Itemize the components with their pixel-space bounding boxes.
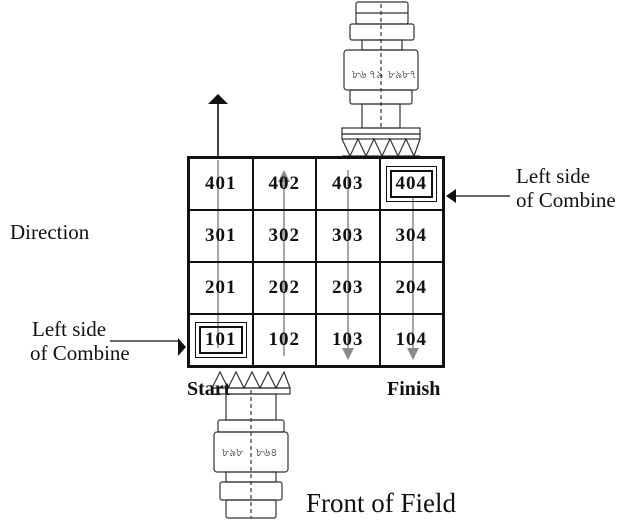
plot-cell: 203 bbox=[316, 262, 380, 314]
svg-text:৮৯৮: ৮৯৮ bbox=[222, 447, 243, 459]
finish-label: Finish bbox=[387, 378, 441, 400]
plot-cell-boxed: 404 bbox=[379, 158, 443, 210]
svg-text:৮৬ ৭৯: ৮৬ ৭৯ bbox=[352, 69, 383, 81]
plot-grid: 401 402 403 404 301 302 303 304 201 202 … bbox=[187, 156, 445, 368]
left-side-label-top-line1: Left side bbox=[516, 164, 591, 188]
plot-cell: 303 bbox=[316, 210, 380, 262]
plot-cell: 403 bbox=[316, 158, 380, 210]
plot-cell: 102 bbox=[252, 314, 316, 366]
plot-cell: 204 bbox=[379, 262, 443, 314]
left-side-label-bottom-line1: Left side bbox=[32, 317, 107, 341]
direction-arrow bbox=[208, 94, 228, 158]
left-side-label-top: Left side of Combine bbox=[516, 164, 642, 212]
plot-cell: 304 bbox=[379, 210, 443, 262]
front-of-field-label: Front of Field bbox=[306, 488, 457, 518]
plot-cell: 201 bbox=[189, 262, 253, 314]
plot-cell: 402 bbox=[252, 158, 316, 210]
left-side-label-bottom-line2: of Combine bbox=[30, 341, 130, 366]
direction-label: Direction bbox=[10, 220, 90, 244]
left-side-leader-top bbox=[446, 189, 510, 203]
svg-text:৮৯৮৭: ৮৯৮৭ bbox=[388, 69, 417, 81]
plot-cell: 202 bbox=[252, 262, 316, 314]
plot-cell: 302 bbox=[252, 210, 316, 262]
left-side-label-bottom: Left side of Combine bbox=[30, 317, 182, 366]
plot-cell: 301 bbox=[189, 210, 253, 262]
plot-cell: 103 bbox=[316, 314, 380, 366]
left-side-label-top-line2: of Combine bbox=[516, 188, 616, 213]
top-combine-icon: ৮৬ ৭৯ ৮৯৮৭ bbox=[341, 1, 421, 158]
start-label: Start bbox=[187, 378, 231, 400]
plot-cell-boxed: 101 bbox=[189, 314, 253, 366]
svg-text:৮৬৪: ৮৬৪ bbox=[256, 447, 277, 459]
plot-cell: 104 bbox=[379, 314, 443, 366]
plot-cell: 401 bbox=[189, 158, 253, 210]
